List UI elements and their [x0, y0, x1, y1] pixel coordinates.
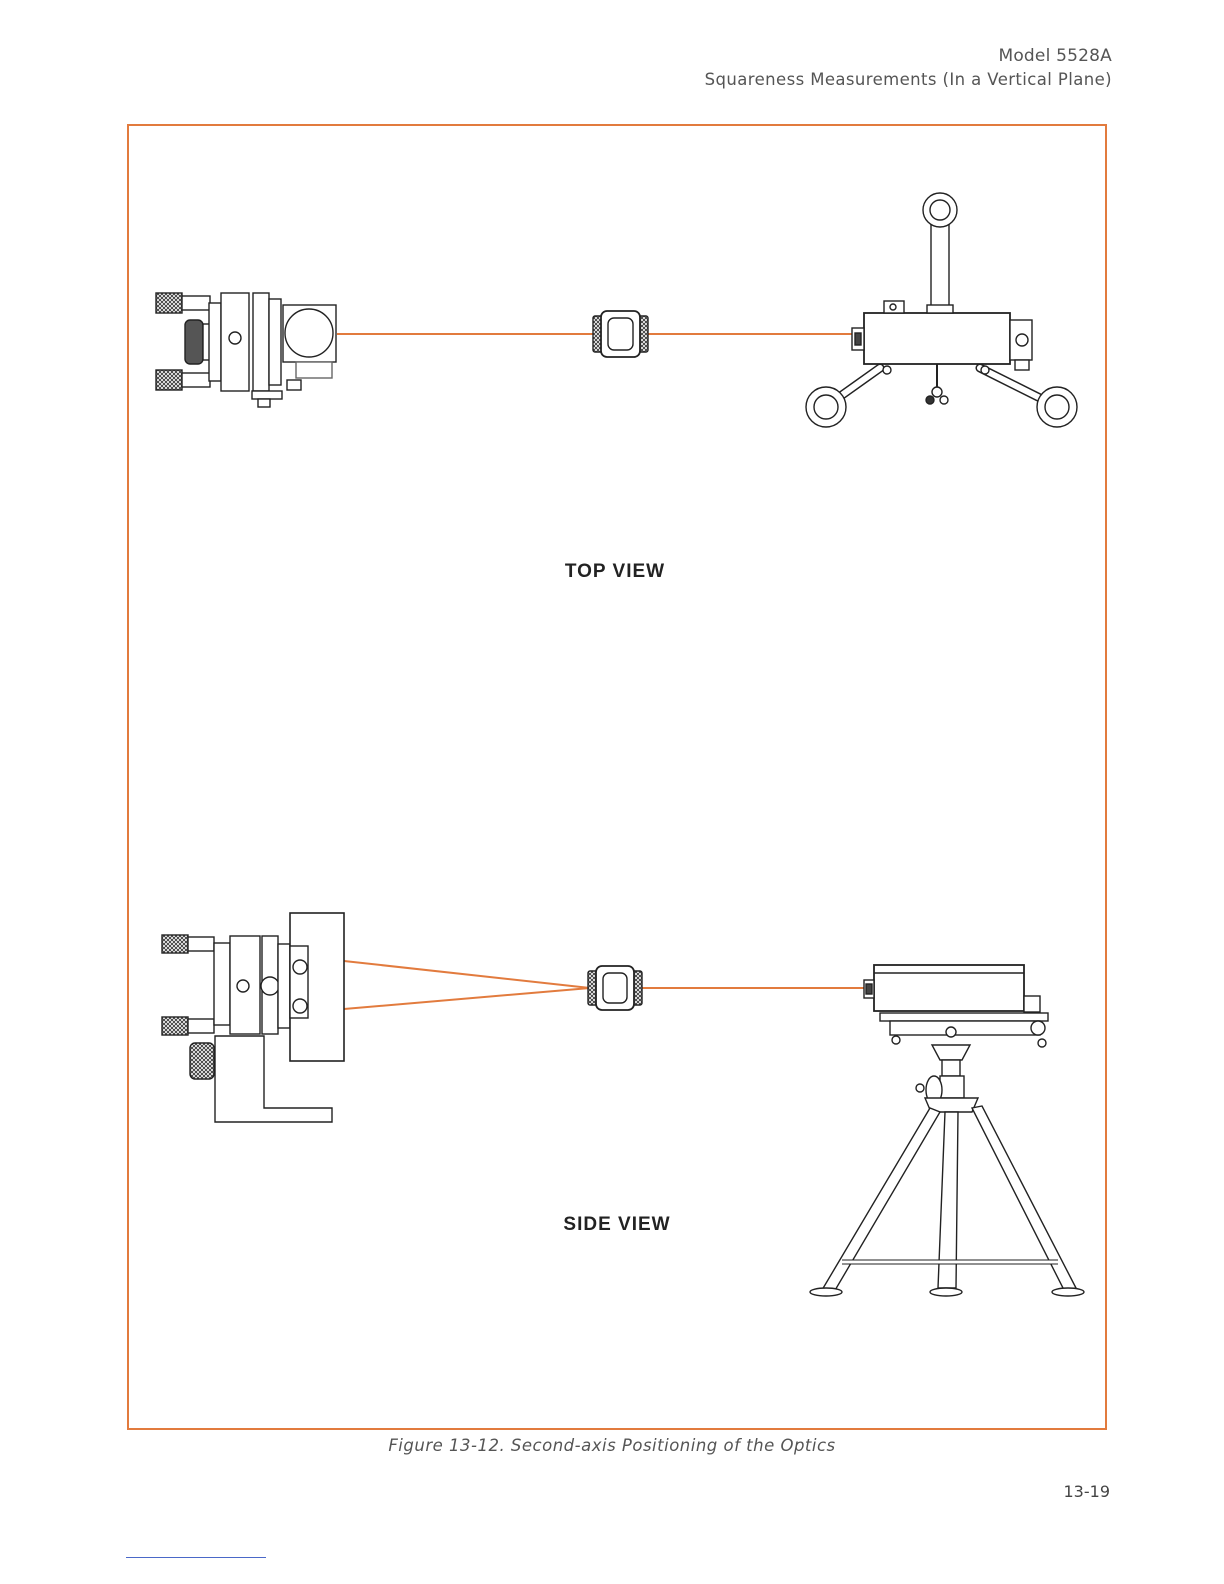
top-laser-head-assembly	[806, 193, 1077, 427]
side-laser-beam-lower	[344, 988, 590, 1009]
top-laser-head-body	[864, 313, 1010, 364]
top-optics-assembly	[156, 293, 336, 407]
top-micrometer-lower-knob	[156, 370, 182, 390]
side-optics-assembly	[162, 913, 344, 1122]
top-view-illustration	[156, 193, 1077, 427]
side-laser-head-body	[874, 965, 1024, 1011]
page-number: 13-19	[1064, 1482, 1111, 1501]
side-micrometer-lower-knob	[162, 1017, 188, 1035]
top-view-label: TOP VIEW	[515, 561, 715, 583]
figure-caption: Figure 13-12. Second-axis Positioning of…	[0, 1436, 1224, 1455]
side-laser-head-assembly	[810, 965, 1084, 1296]
side-retroreflector	[588, 966, 642, 1010]
side-micrometer-upper-knob	[162, 935, 188, 953]
side-view-label: SIDE VIEW	[517, 1214, 717, 1236]
footer-rule	[126, 1557, 266, 1558]
top-retroreflector	[593, 311, 648, 357]
top-micrometer-upper-knob	[156, 293, 182, 313]
side-laser-beam-upper	[344, 961, 590, 988]
side-view-illustration	[162, 913, 1084, 1296]
